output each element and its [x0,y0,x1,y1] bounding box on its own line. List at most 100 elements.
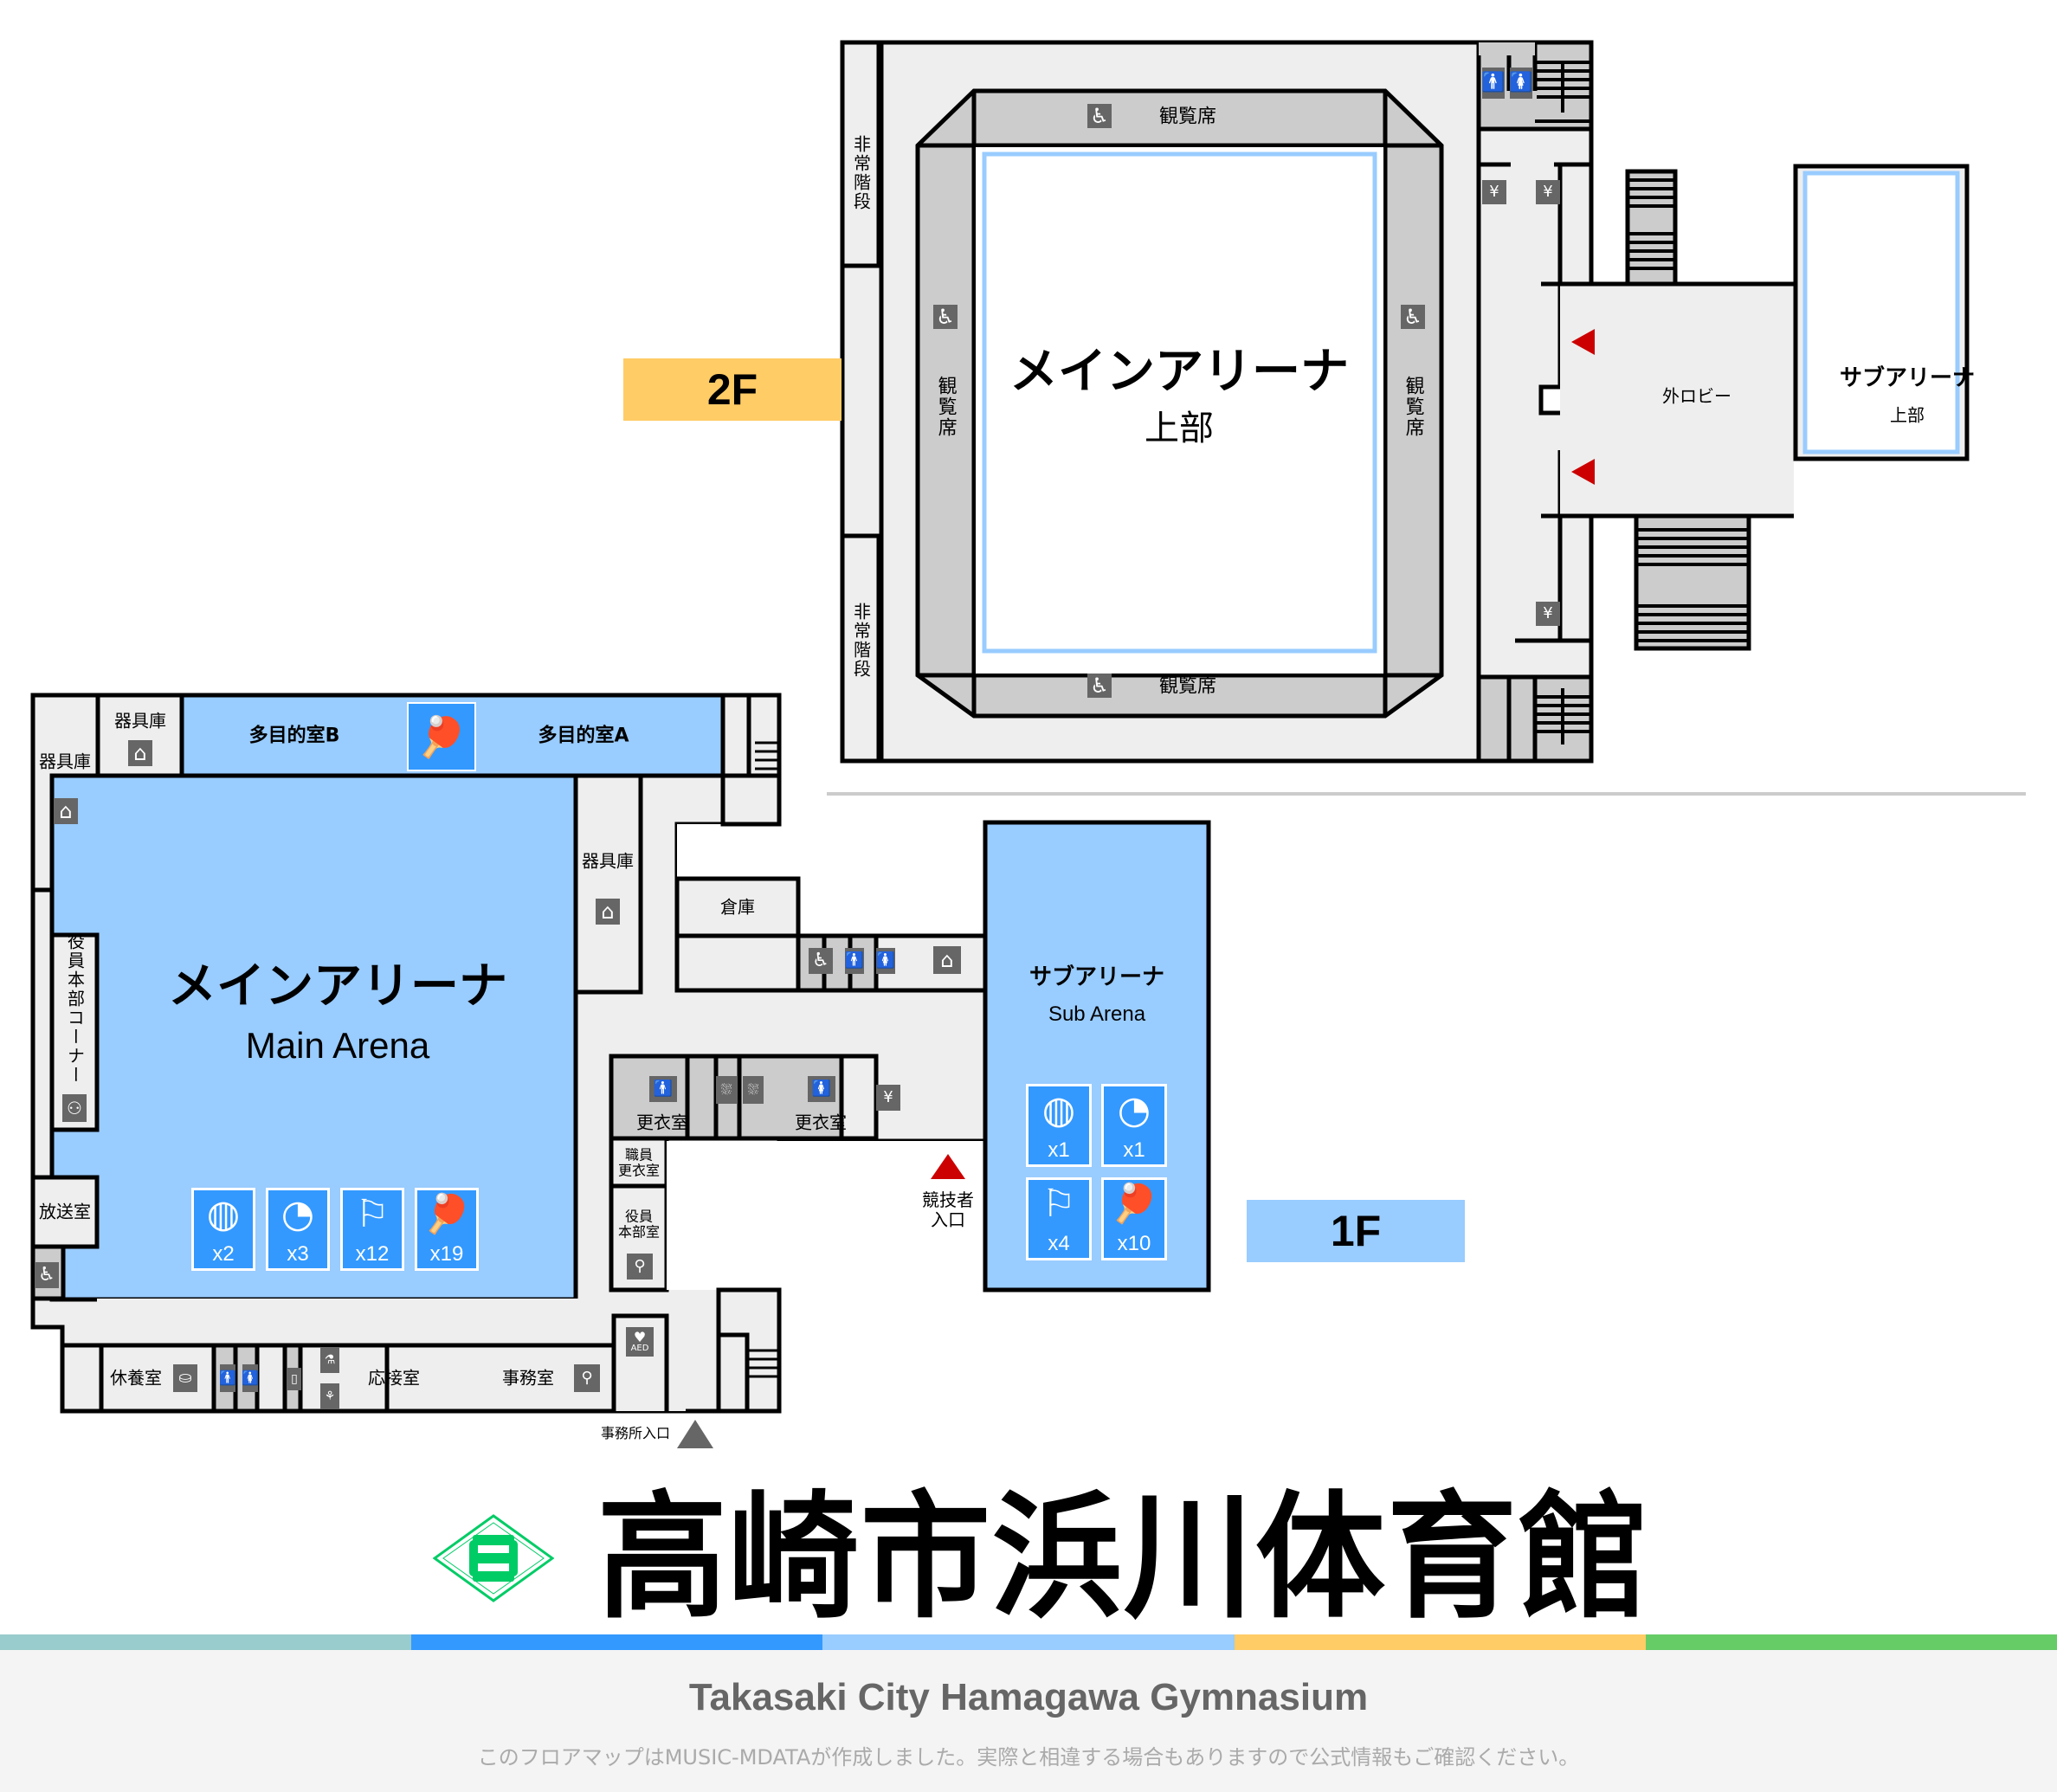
vending-machine-icon: ¥ [876,1085,900,1111]
stripe-segment [411,1634,823,1650]
english-facility-name: Takasaki City Hamagawa Gymnasium [688,1676,1369,1718]
officials-desk-icon: ⚇ [62,1094,87,1122]
floor-2f-plan [840,40,1970,764]
storage-room-label: 倉庫 [720,896,755,918]
footer: Takasaki City Hamagawa Gymnasium このフロアマッ… [0,1650,2057,1792]
baby-bottle-icon: ⚗ [320,1347,339,1373]
sport-count: x12 [355,1242,390,1266]
table-tennis-icon: 🏓 [407,702,476,771]
floor-tag-2f[interactable]: 2F [623,358,842,421]
sport-tile-volleyball-sub: ◔ x1 [1101,1084,1167,1167]
seat-icon: ♿ [1401,305,1425,329]
multipurpose-room-b-label: 多目的室B [248,725,340,747]
men-locker-icon: 🚹 [649,1076,677,1102]
officials-room-label: 役員 本部室 [617,1208,661,1241]
staff-locker-room-label: 職員 更衣室 [617,1146,661,1179]
emergency-stairs-top-label: 非常階段 [850,135,872,211]
lecturer-icon: ⚲ [627,1254,653,1280]
main-arena-1f-subtitle: Main Arena [245,1024,430,1066]
shower-icon: ⛆ [716,1076,737,1104]
male-toilet-icon: 🚹 [1481,68,1506,99]
wheelchair-icon: ♿ [809,948,833,974]
main-arena-2f-title: メインアリーナ [1009,343,1349,400]
emergency-stairs-bottom-label: 非常階段 [850,603,872,679]
aed-icon: ♥AED [626,1327,654,1357]
wheelchair-icon: ♿ [35,1262,59,1288]
sport-count: x10 [1117,1232,1151,1255]
main-arena-2f-subtitle: 上部 [1145,409,1214,448]
volleyball-icon: ◔ [280,1192,315,1236]
sport-count: x1 [1123,1138,1145,1162]
equipment-room-left-label: 器具庫 [39,751,91,772]
male-toilet-icon: 🚹 [845,948,864,974]
warehouse-icon: ⌂ [933,946,961,974]
female-toilet-icon: 🚺 [876,948,895,974]
color-stripe [0,1634,2057,1650]
table-tennis-icon: 🏓 [1110,1182,1158,1226]
sport-tile-table-tennis-sub: 🏓 x10 [1101,1177,1167,1260]
shower-icon: ⛆ [743,1076,764,1104]
reception-room-label: 応接室 [368,1367,420,1389]
disclaimer-note: このフロアマップはMUSIC-MDATAが作成しました。実際と相違する場合もあり… [477,1745,1580,1769]
stripe-segment [1234,1634,1646,1650]
sport-tile-badminton-main: ⚐ x12 [340,1188,404,1271]
sport-count: x4 [1048,1232,1070,1255]
sport-tile-badminton-sub: ⚐ x4 [1026,1177,1092,1260]
female-toilet-icon: 🚺 [242,1364,259,1392]
sport-count: x3 [287,1242,309,1266]
female-toilet-icon: 🚺 [1509,68,1533,99]
warehouse-icon: ⌂ [128,740,152,766]
stripe-segment [1645,1634,2057,1650]
sport-count: x1 [1048,1138,1070,1162]
rest-bed-icon: ⛀ [173,1364,197,1392]
sport-count: x2 [212,1242,235,1266]
sport-tile-table-tennis-main: 🏓 x19 [415,1188,479,1271]
sport-tile-basketball-main: ◍ x2 [191,1188,255,1271]
water-heater-icon: ▯ [287,1368,301,1390]
officials-corner-label: 役員本部コーナー [64,932,86,1085]
stripe-segment [0,1634,412,1650]
seating-left-label: 観覧席 [934,376,957,438]
facility-title: 高崎市浜川体育館 [597,1479,1651,1638]
equipment-room-right-label: 器具庫 [582,850,634,872]
broadcast-room-label: 放送室 [39,1201,91,1222]
locker-room-women-label: 更衣室 [795,1112,847,1133]
male-toilet-icon: 🚹 [219,1364,236,1392]
women-locker-icon: 🚺 [808,1076,835,1102]
sub-arena-1f-title: サブアリーナ [1028,964,1165,991]
volleyball-icon: ◔ [1117,1088,1151,1132]
rest-room-label: 休養室 [110,1367,162,1389]
sub-arena-2f-title: サブアリーナ [1839,365,1976,392]
basketball-icon: ◍ [206,1192,241,1236]
badminton-icon: ⚐ [1041,1182,1076,1226]
sub-arena-1f-subtitle: Sub Arena [1048,1002,1146,1027]
basketball-icon: ◍ [1041,1088,1076,1132]
main-arena-1f-title: メインアリーナ [168,957,507,1015]
floor-1f-plan [30,693,1211,1448]
sport-tile-basketball-sub: ◍ x1 [1026,1084,1092,1167]
seat-icon: ♿ [933,305,958,329]
vending-machine-icon: ¥ [1536,602,1560,626]
outer-lobby-label: 外ロビー [1662,385,1731,407]
badminton-icon: ⚐ [355,1192,390,1236]
equipment-room-top-label: 器具庫 [114,710,166,732]
athletes-entrance-label: 競技者 入口 [922,1189,974,1230]
locker-room-men-label: 更衣室 [636,1112,688,1133]
sport-count: x19 [429,1242,464,1266]
vending-machine-icon: ¥ [1482,180,1506,204]
facility-header: 高崎市浜川体育館 [433,1490,1650,1627]
warehouse-icon: ⌂ [54,798,78,824]
multipurpose-room-a-label: 多目的室A [538,725,629,747]
office-room-label: 事務室 [502,1367,554,1389]
diaper-change-icon: ⚘ [320,1383,339,1409]
seat-icon: ♿ [1087,104,1112,128]
sport-tile-volleyball-main: ◔ x3 [266,1188,330,1271]
floor-tag-1f[interactable]: 1F [1247,1200,1465,1262]
office-desk-icon: ⚲ [574,1364,600,1392]
office-entrance-label: 事務所入口 [600,1424,671,1441]
vending-machine-icon: ¥ [1536,180,1560,204]
stripe-segment [822,1634,1235,1650]
city-emblem-icon [433,1514,554,1602]
seating-bottom-label: 観覧席 [1158,675,1217,698]
sub-arena-2f-subtitle: 上部 [1890,404,1925,426]
